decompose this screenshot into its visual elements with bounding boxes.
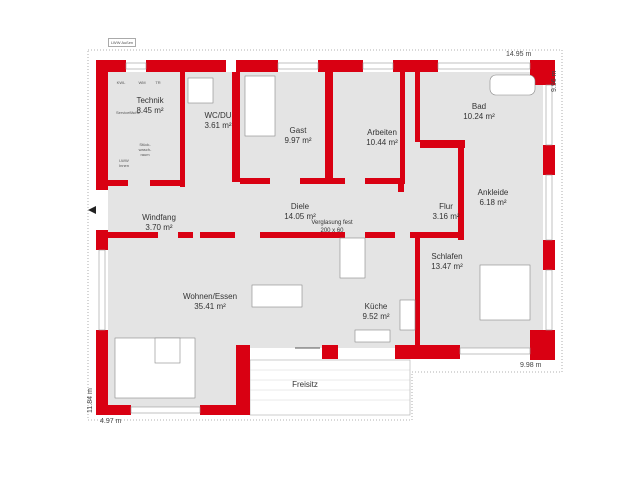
bathtub [489,74,536,96]
lww-outside-label: LWW Außen [111,40,134,45]
walls [96,60,555,415]
lww-inside-label: LWW Innen [118,158,129,168]
wm-label: WM [138,80,146,85]
terrace-label: Freisitz [292,380,318,389]
bed-double [479,264,531,321]
dining-table [251,284,303,308]
lww-outside-unit: LWW Außen [108,38,137,47]
windows [98,62,553,414]
kitchen-island [339,237,366,279]
sink [354,329,391,343]
tr-label: TR [155,80,161,85]
service-label: Servicefläche [115,110,141,115]
dimension-outline [87,49,563,421]
terrace [249,359,411,416]
stove [399,299,416,331]
dimension-bottom-left: 4.97 m [100,418,122,425]
armchair [154,337,181,364]
bed-guest [244,75,276,137]
shower [187,77,214,104]
dimension-right-lower: 9.98 m [520,362,542,369]
kwl-label: KWL [116,80,126,85]
dimension-left: 11.84 m [87,388,94,413]
dimension-right-upper: 9.96 m [551,70,558,92]
dimension-top: 14.95 m [506,51,532,58]
laundry-label: Stück-wasch-raum [138,142,152,157]
terrace-boards [250,369,410,401]
entrance-arrow-icon [88,206,96,214]
furniture [114,74,536,399]
